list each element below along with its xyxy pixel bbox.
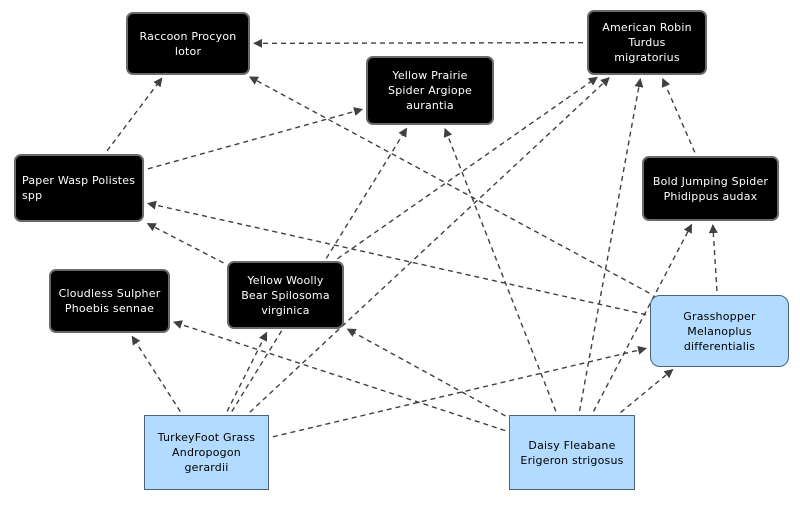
node-paper-wasp: Paper Wasp Polistes spp: [14, 154, 144, 222]
arrow-daisy-fleabane-to-robin: [578, 78, 644, 412]
node-raccoon: Raccoon Procyon lotor: [126, 12, 250, 75]
arrow-turkeyfoot-grass-to-yellow-woolly-bear: [226, 331, 268, 412]
arrow-bold-jumping-spider-to-robin: [661, 77, 696, 153]
arrow-grasshopper-to-raccoon: [248, 76, 650, 294]
arrow-turkeyfoot-grass-to-grasshopper: [272, 345, 647, 438]
arrow-daisy-fleabane-to-grasshopper: [620, 368, 674, 413]
node-yellow-prairie-spider: Yellow Prairie Spider Argiope aurantia: [366, 56, 494, 125]
arrow-daisy-fleabane-to-cloudless-sulpher: [172, 320, 506, 432]
node-cloudless-sulpher: Cloudless Sulpher Phoebis sennae: [49, 269, 170, 333]
node-grasshopper: Grasshopper Melanoplus differentialis: [650, 295, 789, 367]
arrow-robin-to-raccoon: [253, 38, 584, 48]
arrow-paper-wasp-to-yellow-prairie-spider: [147, 107, 364, 170]
arrow-yellow-woolly-bear-to-paper-wasp: [146, 222, 224, 264]
arrow-turkeyfoot-grass-to-robin: [249, 77, 610, 413]
arrow-daisy-fleabane-to-bold-jumping-spider: [592, 223, 693, 412]
arrow-turkeyfoot-grass-to-cloudless-sulpher: [131, 335, 181, 413]
arrow-grasshopper-to-paper-wasp: [147, 200, 647, 316]
arrow-daisy-fleabane-to-yellow-prairie-spider: [443, 127, 557, 412]
arrow-daisy-fleabane-to-yellow-woolly-bear: [346, 328, 506, 417]
node-turkeyfoot-grass: TurkeyFoot Grass Andropogon gerardii: [144, 415, 269, 490]
arrow-yellow-woolly-bear-to-robin: [337, 76, 598, 260]
node-yellow-woolly-bear: Yellow Woolly Bear Spilosoma virginica: [227, 261, 344, 329]
arrow-paper-wasp-to-raccoon: [106, 77, 163, 152]
node-american-robin: American Robin Turdus migratorius: [587, 10, 707, 75]
node-bold-jumping-spider: Bold Jumping Spider Phidippus audax: [642, 156, 779, 221]
node-daisy-fleabane: Daisy Fleabane Erigeron strigosus: [509, 415, 635, 490]
arrow-grasshopper-to-bold-jumping-spider: [708, 224, 718, 292]
